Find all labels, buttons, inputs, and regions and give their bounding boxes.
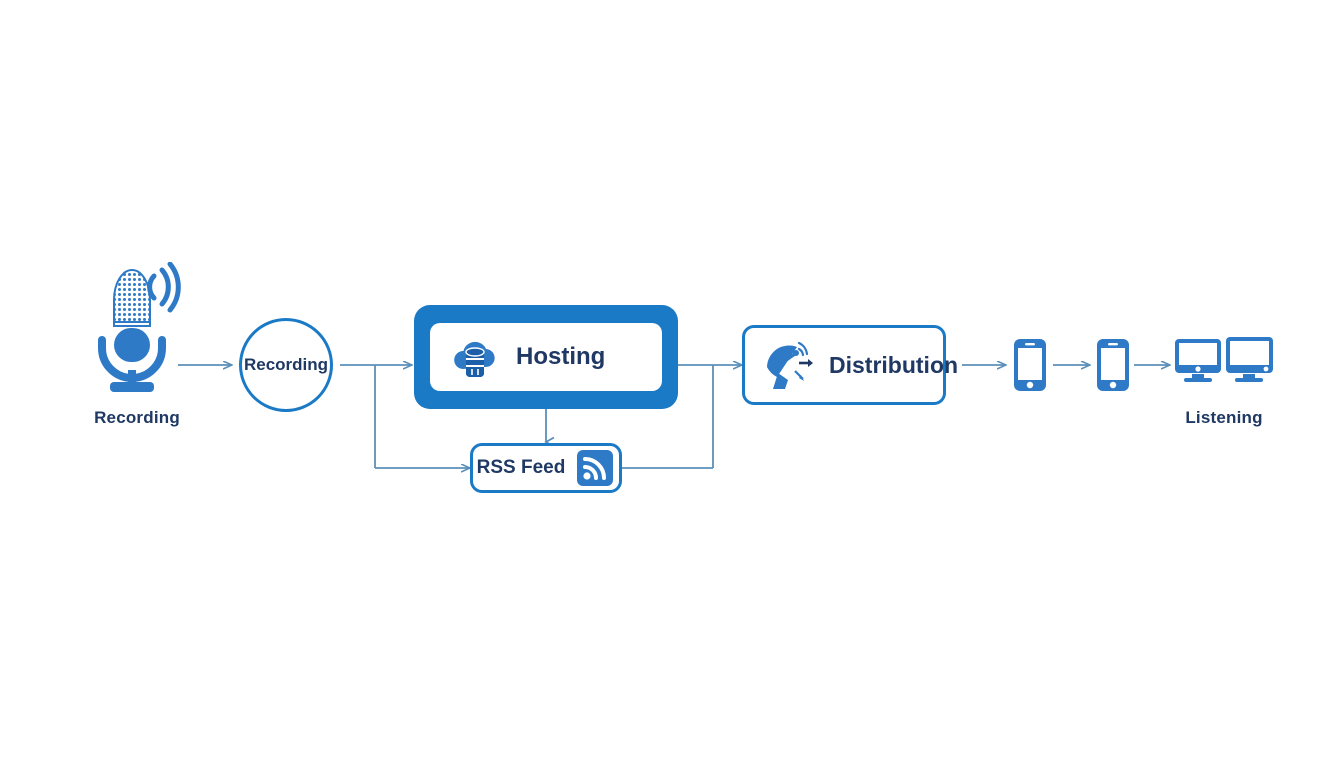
- node-hosting[interactable]: Hosting: [414, 305, 678, 409]
- distribution-label: Distribution: [829, 351, 959, 378]
- satellite-dish-icon: [761, 337, 821, 393]
- node-recording-circle[interactable]: Recording: [239, 318, 333, 412]
- hosting-inner-panel: Hosting: [430, 323, 662, 391]
- node-phone-one[interactable]: [1013, 338, 1047, 392]
- rss-feed-label: RSS Feed: [476, 457, 566, 478]
- hosting-label: Hosting: [516, 343, 606, 370]
- node-phone-two[interactable]: [1096, 338, 1130, 392]
- recording-circle-label: Recording: [243, 355, 329, 374]
- smartphone-icon: [1013, 338, 1047, 392]
- desktop-monitors-icon: [1174, 336, 1274, 388]
- node-monitors[interactable]: [1174, 336, 1274, 388]
- smartphone-icon: [1096, 338, 1130, 392]
- microphone-caption: Recording: [94, 408, 180, 427]
- node-rss-feed[interactable]: RSS Feed: [470, 443, 622, 493]
- microphone-icon: [92, 262, 184, 397]
- cloud-database-icon: [452, 337, 498, 377]
- rss-icon: [575, 448, 615, 488]
- node-distribution[interactable]: Distribution: [742, 325, 958, 405]
- listening-caption: Listening: [1185, 408, 1263, 427]
- node-microphone[interactable]: [92, 262, 184, 397]
